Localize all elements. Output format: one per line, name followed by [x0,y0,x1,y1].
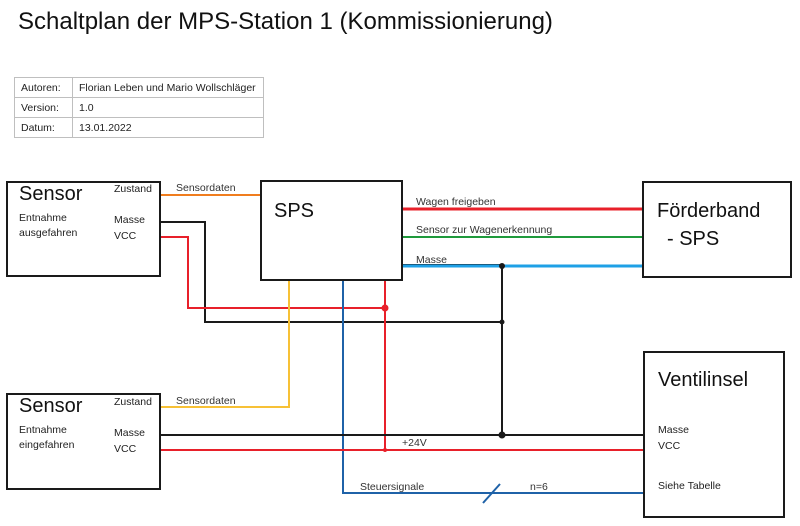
label-bus-width: n=6 [530,481,548,493]
junction-masse-mid [499,319,505,325]
sensor-bottom-pin-state: Zustand [114,396,152,408]
page-title: Schaltplan der MPS-Station 1 (Kommission… [18,8,553,35]
sensor-top-pin-state: Zustand [114,183,152,195]
sps-block [260,180,403,281]
sps-name: SPS [274,200,315,222]
sensor-top-desc-1: Entnahme [19,212,67,224]
meta-row-date: Datum: 13.01.2022 [14,117,264,138]
sensor-top-pin-vcc: VCC [114,230,137,242]
label-steuersignale: Steuersignale [360,481,425,493]
wire-vcc-sensor-top [160,236,385,309]
meta-row-authors: Autoren: Florian Leben und Mario Wollsch… [14,77,264,98]
sensor-top-name: Sensor [19,183,83,205]
label-sensordaten-bottom: Sensordaten [176,395,236,407]
wire-masse-sensor-top [160,221,502,323]
ventilinsel-pin-ground: Masse [658,424,689,436]
sensor-bottom-desc-1: Entnahme [19,424,67,436]
meta-value: 13.01.2022 [72,117,264,138]
ventilinsel-pin-signals: Siehe Tabelle [658,480,721,492]
ventilinsel-pin-vcc: VCC [658,440,681,452]
bus-marker [482,483,501,504]
ventilinsel-block [643,351,785,518]
sensor-bottom-pin-ground: Masse [114,427,145,439]
wire-sensordaten-bottom [160,280,290,408]
label-wagen-freigeben: Wagen freigeben [416,196,496,208]
label-sensor-wagenerkennung: Sensor zur Wagenerkennung [416,224,553,236]
wire-steuersignale [342,280,643,494]
label-24v: +24V [402,437,427,449]
foerderband-block [642,181,792,278]
sensor-bottom-name: Sensor [19,395,83,417]
sensor-top-block [6,181,161,277]
sensor-bottom-desc-2: eingefahren [19,439,75,451]
meta-key: Datum: [14,117,73,138]
foerderband-name-1: Förderband [657,200,761,222]
meta-row-version: Version: 1.0 [14,97,264,118]
label-masse: Masse [416,254,447,266]
label-sensordaten-top: Sensordaten [176,182,236,194]
sensor-bottom-pin-vcc: VCC [114,443,137,455]
sensor-top-pin-ground: Masse [114,214,145,226]
sensor-bottom-block [6,393,161,490]
meta-table: Autoren: Florian Leben und Mario Wollsch… [14,77,264,138]
sensor-top-desc-2: ausgefahren [19,227,78,239]
foerderband-name-2: - SPS [667,228,720,250]
ventilinsel-name: Ventilinsel [658,369,749,391]
